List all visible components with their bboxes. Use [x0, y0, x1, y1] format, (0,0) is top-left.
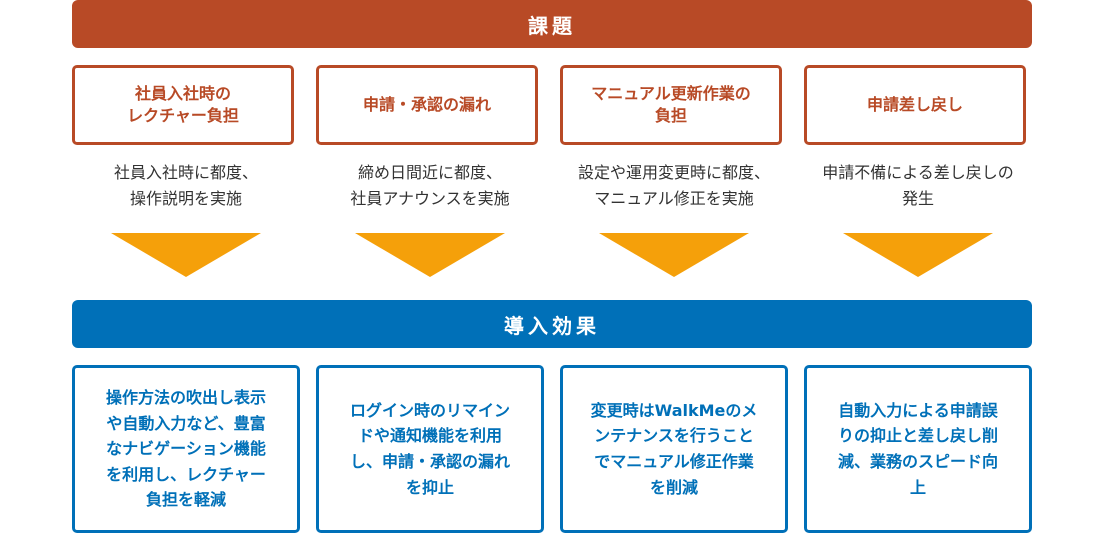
issue-description-1: 社員入社時に都度、 操作説明を実施 [113, 163, 258, 209]
issue-title-3: マニュアル更新作業の 負担 [560, 65, 782, 145]
effect-box-2: ログイン時のリマイン ドや通知機能を利用 し、申請・承認の漏れ を抑止 [316, 365, 544, 533]
down-arrow-icon [599, 233, 749, 277]
issues-header: 課題 [72, 0, 1032, 48]
effect-box-1: 操作方法の吹出し表示 や自動入力など、豊富 なナビゲーション機能 を利用し、レク… [72, 365, 300, 533]
issue-description-2: 締め日間近に都度、 社員アナウンスを実施 [350, 163, 510, 209]
effects-header: 導入効果 [72, 300, 1032, 348]
issue-title-2: 申請・承認の漏れ [316, 65, 538, 145]
issue-title-4: 申請差し戻し [804, 65, 1026, 145]
issue-description-3: 設定や運用変更時に都度、 マニュアル修正を実施 [577, 163, 770, 209]
issue-title-1: 社員入社時の レクチャー負担 [72, 65, 294, 145]
effect-box-4: 自動入力による申請誤 りの抑止と差し戻し削 減、業務のスピード向 上 [804, 365, 1032, 533]
down-arrow-icon [355, 233, 505, 277]
effect-box-3: 変更時はWalkMeのメ ンテナンスを行うこと でマニュアル修正作業 を削減 [560, 365, 788, 533]
issue-description-4: 申請不備による差し戻しの 発生 [822, 163, 1014, 209]
down-arrow-icon [843, 233, 993, 277]
down-arrow-icon [111, 233, 261, 277]
